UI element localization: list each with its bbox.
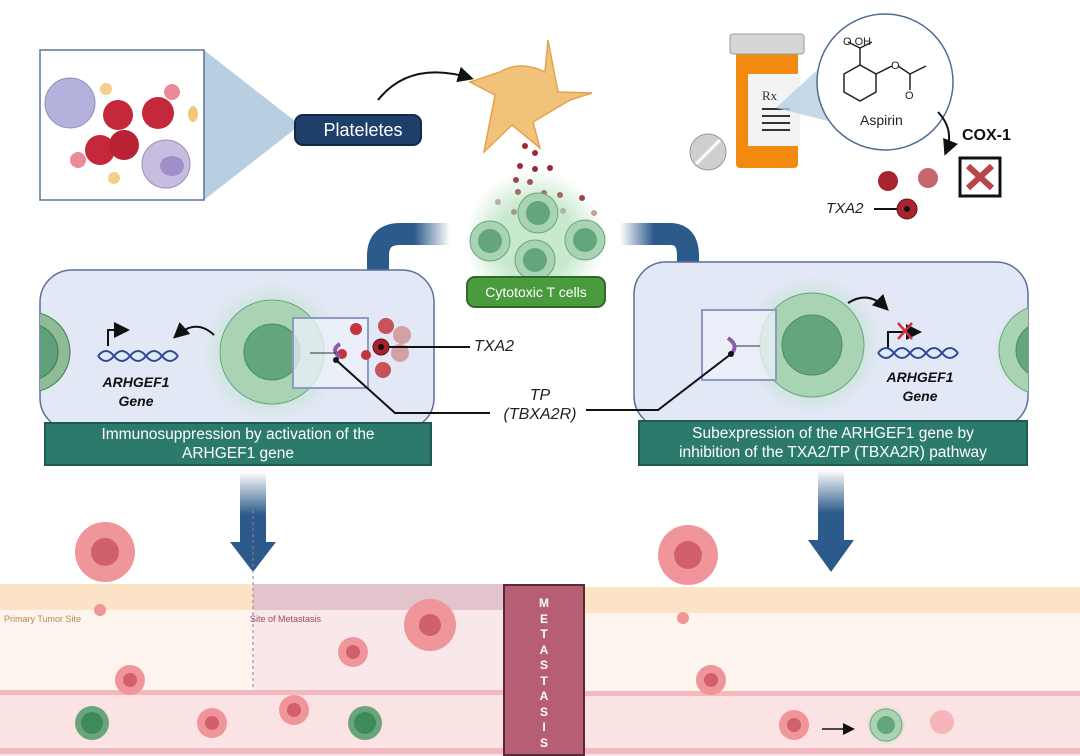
right-tissue	[585, 525, 1080, 756]
left-down-arrow	[230, 542, 276, 572]
cytotoxic-t-cells-label: Cytotoxic T cells	[466, 276, 606, 308]
metastasis-letter: S	[539, 704, 548, 719]
metastasis-letter: T	[540, 673, 548, 688]
gene-name: ARHGEF1	[102, 374, 170, 390]
caption-line: Immunosuppression by activation of the	[101, 426, 375, 443]
metastasis-letter: I	[542, 720, 546, 734]
right-panel	[633, 261, 1029, 429]
left-caption: Immunosuppression by activation of the A…	[44, 422, 432, 466]
primary-tumor-site-label: Primary Tumor Site	[4, 614, 82, 624]
blocked-icon	[958, 156, 1002, 198]
metastasis-site-label: Site of Metastasis	[250, 614, 322, 624]
left-curved-arrow	[367, 223, 450, 276]
aspirin-label: Aspirin	[860, 112, 903, 128]
platelets-label: Plateletes	[294, 114, 422, 146]
blood-smear-inset	[39, 49, 300, 201]
cox1-arrow	[937, 111, 958, 156]
caption-line: ARHGEF1 gene	[182, 445, 294, 462]
tp-receptor-label: TP (TBXA2R)	[498, 386, 582, 424]
right-caption: Subexpression of the ARHGEF1 gene by inh…	[638, 420, 1028, 466]
left-tissue	[0, 510, 503, 756]
cytotoxic-t-cell-cluster	[465, 170, 606, 310]
aspirin-molecule	[816, 13, 954, 151]
ester-o-label: O	[891, 60, 900, 72]
metastasis-letter: S	[539, 658, 548, 672]
metastasis-letter: E	[539, 611, 548, 626]
metastasis-letter: S	[539, 735, 548, 750]
right-curved-arrow	[620, 223, 699, 276]
right-down-arrow	[808, 540, 854, 572]
caption-line: Subexpression of the ARHGEF1 gene by	[692, 425, 974, 442]
gene-word: Gene	[118, 393, 154, 409]
left-panel	[39, 269, 435, 431]
carboxyl-label: O OH	[843, 36, 872, 48]
gene-label-right: ARHGEF1 Gene	[880, 368, 960, 406]
pill-bottle	[689, 33, 805, 171]
activated-platelet	[468, 39, 593, 155]
txa2-label: TXA2	[474, 338, 515, 355]
metastasis-letter: A	[539, 689, 549, 703]
txa2-top-label: TXA2	[826, 200, 864, 217]
caption-line: inhibition of the TXA2/TP (TBXA2R) pathw…	[679, 444, 987, 461]
txa2-molecule	[878, 171, 898, 191]
ester-carbonyl-label: O	[905, 90, 914, 102]
tp-label-line1: TP	[529, 387, 551, 404]
metastasis-letter: T	[540, 627, 548, 641]
activation-arrow	[377, 66, 474, 101]
tp-label-line2: (TBXA2R)	[503, 406, 577, 423]
rx-label: Rx	[762, 88, 778, 103]
gene-word: Gene	[902, 388, 938, 404]
metastasis-letter: M	[539, 596, 549, 610]
cox1-label: COX-1	[962, 127, 1011, 144]
txa2-molecule	[918, 168, 938, 188]
gene-label-left: ARHGEF1 Gene	[96, 373, 176, 411]
gene-name: ARHGEF1	[886, 369, 954, 385]
metastasis-letter: A	[539, 642, 549, 657]
